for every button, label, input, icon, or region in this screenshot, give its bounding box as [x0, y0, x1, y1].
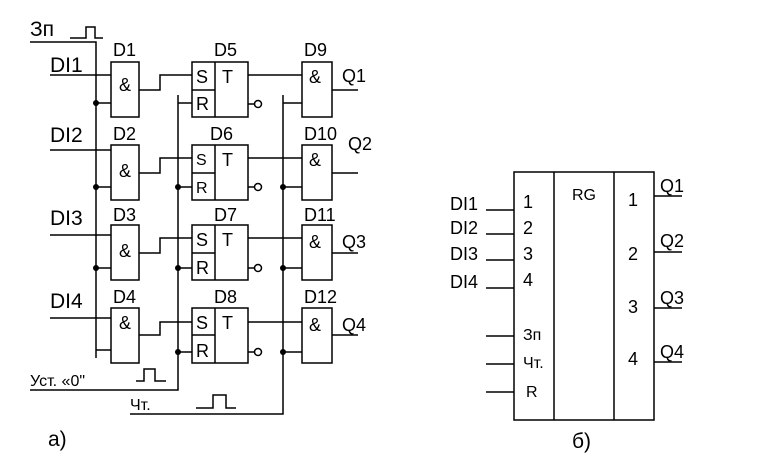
and-symbol: & [309, 150, 321, 170]
data-input-label: DI3 [50, 207, 83, 230]
trigger-r-label: R [196, 341, 209, 361]
trigger-r-label: R [196, 258, 209, 278]
junction-dot [280, 265, 286, 271]
block-input-label: DI4 [450, 272, 478, 292]
output-label: Q2 [348, 134, 372, 154]
junction-dot [175, 349, 181, 355]
write-pulse-icon [70, 26, 103, 39]
and-symbol: & [119, 161, 131, 181]
block-output-label: Q2 [660, 231, 684, 251]
write-input-label: Зп [30, 18, 54, 41]
block-output-number: 2 [628, 244, 638, 264]
gate-to-trigger-wire [139, 321, 192, 336]
junction-dot [175, 265, 181, 271]
trigger-t-label: T [222, 313, 233, 333]
output-label: Q4 [342, 315, 366, 335]
and-gate-d4 [110, 307, 140, 364]
and-symbol: & [119, 313, 131, 333]
and-symbol: & [309, 232, 321, 252]
gate-to-trigger-wire [139, 74, 192, 91]
trigger-t-label: T [222, 67, 233, 87]
caption-b: б) [572, 430, 591, 453]
block-input-number: 2 [523, 218, 533, 238]
block-input-number: 3 [523, 244, 533, 264]
and-symbol: & [119, 75, 131, 95]
and-gate-d3 [110, 224, 140, 281]
gate-to-trigger-wire [139, 157, 192, 174]
block-control-label: Чт. [523, 355, 544, 372]
trigger-s-label: S [196, 67, 208, 87]
gate-label: D3 [113, 205, 136, 225]
output-label: Q3 [342, 232, 366, 252]
and-gate-d11 [301, 224, 333, 281]
gate-label: D12 [304, 287, 337, 307]
gate-label: D1 [113, 40, 136, 60]
block-input-number: 1 [523, 192, 533, 212]
inverted-output-bubble [253, 263, 263, 273]
read-input-label: Чт. [130, 397, 151, 414]
block-output-label: Q1 [660, 176, 684, 196]
block-output-number: 1 [628, 190, 638, 210]
gate-label: D10 [304, 124, 337, 144]
block-output-number: 4 [628, 349, 638, 369]
and-symbol: & [309, 67, 321, 87]
reset-input-label: Уст. «0" [30, 373, 85, 390]
caption-a: а) [48, 428, 67, 451]
register-block [513, 171, 655, 421]
trigger-r-label: R [196, 94, 209, 114]
trigger-s-label: S [196, 313, 208, 333]
block-input-label: DI1 [450, 194, 478, 214]
and-symbol: & [309, 315, 321, 335]
block-input-label: DI2 [450, 218, 478, 238]
block-title: RG [572, 187, 596, 204]
trigger-label: D7 [214, 205, 237, 225]
inverted-output-bubble [253, 99, 263, 109]
block-input-label: DI3 [450, 244, 478, 264]
block-control-label: Зп [523, 327, 541, 344]
gate-to-trigger-wire [139, 237, 192, 254]
junction-dot [93, 184, 99, 190]
junction-dot [93, 265, 99, 271]
block-output-label: Q3 [660, 288, 684, 308]
and-gate-d10 [301, 144, 333, 201]
write-bus [30, 41, 97, 358]
block-output-number: 3 [628, 297, 638, 317]
trigger-s-label: S [196, 152, 207, 169]
gate-label: D11 [304, 205, 336, 225]
data-input-label: DI1 [50, 54, 83, 77]
block-input-number: 4 [523, 270, 533, 290]
inverted-output-bubble [253, 347, 263, 357]
reset-pulse-icon [136, 368, 166, 382]
inverted-output-bubble [253, 182, 263, 192]
and-gate-d2 [110, 144, 140, 201]
and-gate-d1 [110, 61, 140, 118]
and-gate-d12 [301, 307, 333, 364]
trigger-t-label: T [222, 230, 233, 250]
block-output-label: Q4 [660, 342, 684, 362]
junction-dot [175, 184, 181, 190]
gate-label: D9 [304, 40, 327, 60]
read-bus [130, 95, 284, 415]
trigger-t-label: T [222, 150, 233, 170]
output-label: Q1 [342, 66, 366, 86]
junction-dot [93, 100, 99, 106]
gate-label: D2 [113, 124, 136, 144]
data-input-label: DI4 [50, 290, 83, 313]
reset-bus [30, 95, 179, 391]
gate-label: D4 [113, 287, 136, 307]
junction-dot [280, 184, 286, 190]
junction-dot [280, 349, 286, 355]
read-pulse-icon [196, 394, 236, 409]
trigger-label: D6 [210, 124, 233, 144]
data-input-label: DI2 [50, 124, 83, 147]
trigger-r-label: R [196, 180, 208, 197]
trigger-s-label: S [196, 230, 208, 250]
trigger-label: D5 [214, 40, 237, 60]
block-control-label: R [526, 384, 538, 401]
trigger-label: D8 [214, 287, 237, 307]
and-symbol: & [119, 241, 131, 261]
